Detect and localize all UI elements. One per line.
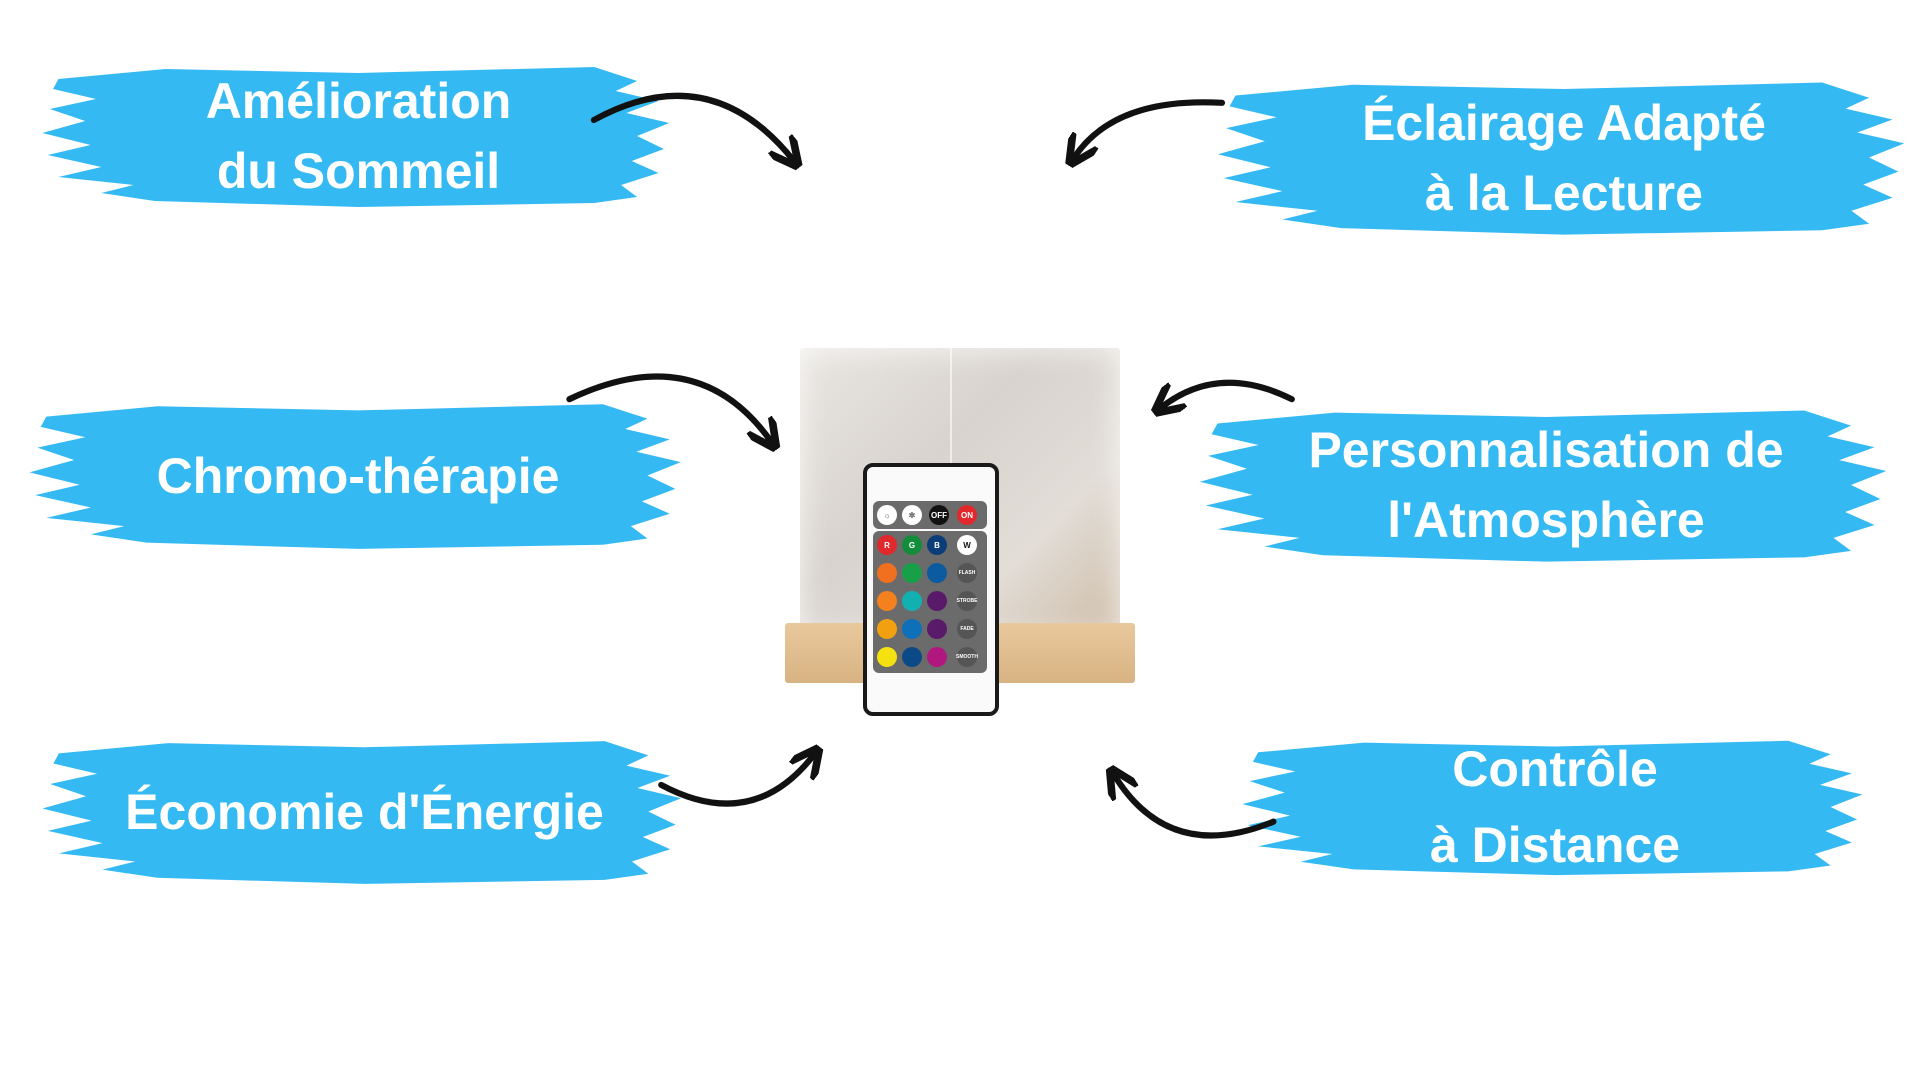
benefit-label: Personnalisation de l'Atmosphère [1308,422,1784,548]
white-button: W [957,535,977,555]
arrow-remote [1114,775,1277,839]
benefit-label: Contrôle à Distance [1429,741,1681,873]
brightness-up-icon: ✲ [902,505,922,525]
benefit-sleep: Amélioration du Sommeil [37,61,680,211]
off-button: OFF [929,505,949,525]
lamp-product-image: ☼ ✲ OFF ON R G B W FLASH STROBE FADE SMO… [785,343,1135,716]
benefit-label: Amélioration du Sommeil [205,73,512,199]
arrow-reading [1074,99,1226,158]
benefit-label: Éclairage Adapté à la Lecture [1362,94,1766,221]
flash-button: FLASH [957,563,977,583]
benefit-remote-control: Contrôle à Distance [1237,735,1873,879]
benefit-energy-saving: Économie d'Énergie [37,735,692,888]
benefit-chromotherapy: Chromo-thérapie [24,398,692,553]
smooth-button: SMOOTH [956,647,978,667]
green-button: G [902,535,922,555]
arrow-atmosphere [1161,379,1295,408]
blue-button: B [927,535,947,555]
strobe-button: STROBE [957,591,977,611]
fade-button: FADE [957,619,977,639]
red-button: R [877,535,897,555]
benefit-label: Chromo-thérapie [156,447,560,504]
on-button: ON [957,505,977,525]
remote-control: ☼ ✲ OFF ON R G B W FLASH STROBE FADE SMO… [863,463,999,716]
brightness-down-icon: ☼ [877,505,897,525]
arrow-sleep [590,92,794,161]
benefit-reading-light: Éclairage Adapté à la Lecture [1212,76,1916,239]
arrow-energy [658,754,814,807]
benefit-label: Économie d'Énergie [125,783,604,840]
arrow-chromo [566,373,771,443]
benefit-atmosphere: Personnalisation de l'Atmosphère [1194,404,1898,566]
